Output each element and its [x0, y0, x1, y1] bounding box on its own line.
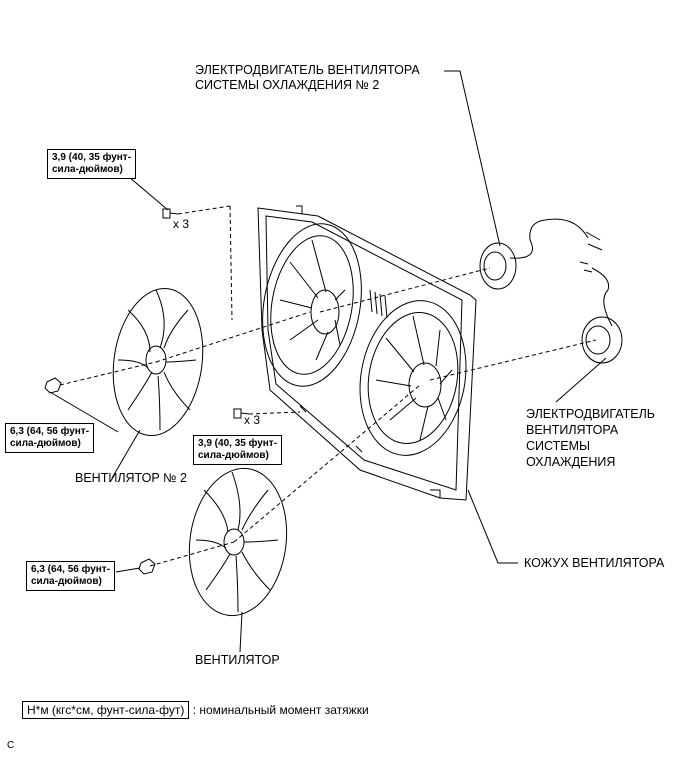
fan-drawing [188, 467, 288, 617]
torque-value: 3,9 (40, 35 фунт- [52, 152, 132, 163]
fan-no2-drawing [112, 287, 204, 437]
fan-shroud-label: КОЖУХ ВЕНТИЛЯТОРА [524, 556, 665, 570]
motor-no1-label-line2: ВЕНТИЛЯТОРА [526, 423, 619, 437]
torque-box-top-bolts: 3,9 (40, 35 фунт- сила-дюймов) [47, 149, 137, 179]
torque-unit: сила-дюймов) [52, 164, 123, 175]
torque-unit: сила-дюймов) [31, 576, 102, 587]
torque-unit: сила-дюймов) [198, 450, 269, 461]
motor-no2-drawing [479, 218, 603, 290]
torque-box-mid-bolts: 3,9 (40, 35 фунт- сила-дюймов) [193, 435, 283, 465]
quantity-top: x 3 [173, 217, 190, 231]
bolt-and-nut-drawings [44, 208, 250, 575]
motor-no1-label-line4: ОХЛАЖДЕНИЯ [526, 455, 616, 469]
motor-no1-label-line3: СИСТЕМЫ [526, 439, 591, 453]
torque-unit: сила-дюймов) [10, 438, 81, 449]
torque-value: 6,3 (64, 56 фунт- [10, 426, 90, 437]
torque-value: 6,3 (64, 56 фунт- [31, 564, 111, 575]
figure-id: C [7, 740, 15, 751]
motor-no1-drawing [579, 261, 623, 364]
torque-legend: Н*м (кгс*см, фунт-сила-фут) : номинальны… [22, 701, 369, 719]
quantity-mid: x 3 [244, 413, 261, 427]
torque-box-fan-no2-nut: 6,3 (64, 56 фунт- сила-дюймов) [5, 423, 95, 453]
fan-no2-label: ВЕНТИЛЯТОР № 2 [75, 471, 187, 485]
torque-value: 3,9 (40, 35 фунт- [198, 438, 278, 449]
legend-unit-box: Н*м (кгс*см, фунт-сила-фут) [22, 701, 190, 719]
motor-no1-label-line1: ЭЛЕКТРОДВИГАТЕЛЬ [526, 407, 655, 421]
motor-no2-label-line2: СИСТЕМЫ ОХЛАЖДЕНИЯ № 2 [195, 78, 380, 92]
legend-description: : номинальный момент затяжки [192, 703, 369, 717]
torque-box-fan-nut: 6,3 (64, 56 фунт- сила-дюймов) [26, 561, 116, 591]
fan-label: ВЕНТИЛЯТОР [195, 653, 280, 667]
fan-shroud-drawing [257, 205, 477, 501]
motor-no2-label-line1: ЭЛЕКТРОДВИГАТЕЛЬ ВЕНТИЛЯТОРА [195, 63, 420, 77]
